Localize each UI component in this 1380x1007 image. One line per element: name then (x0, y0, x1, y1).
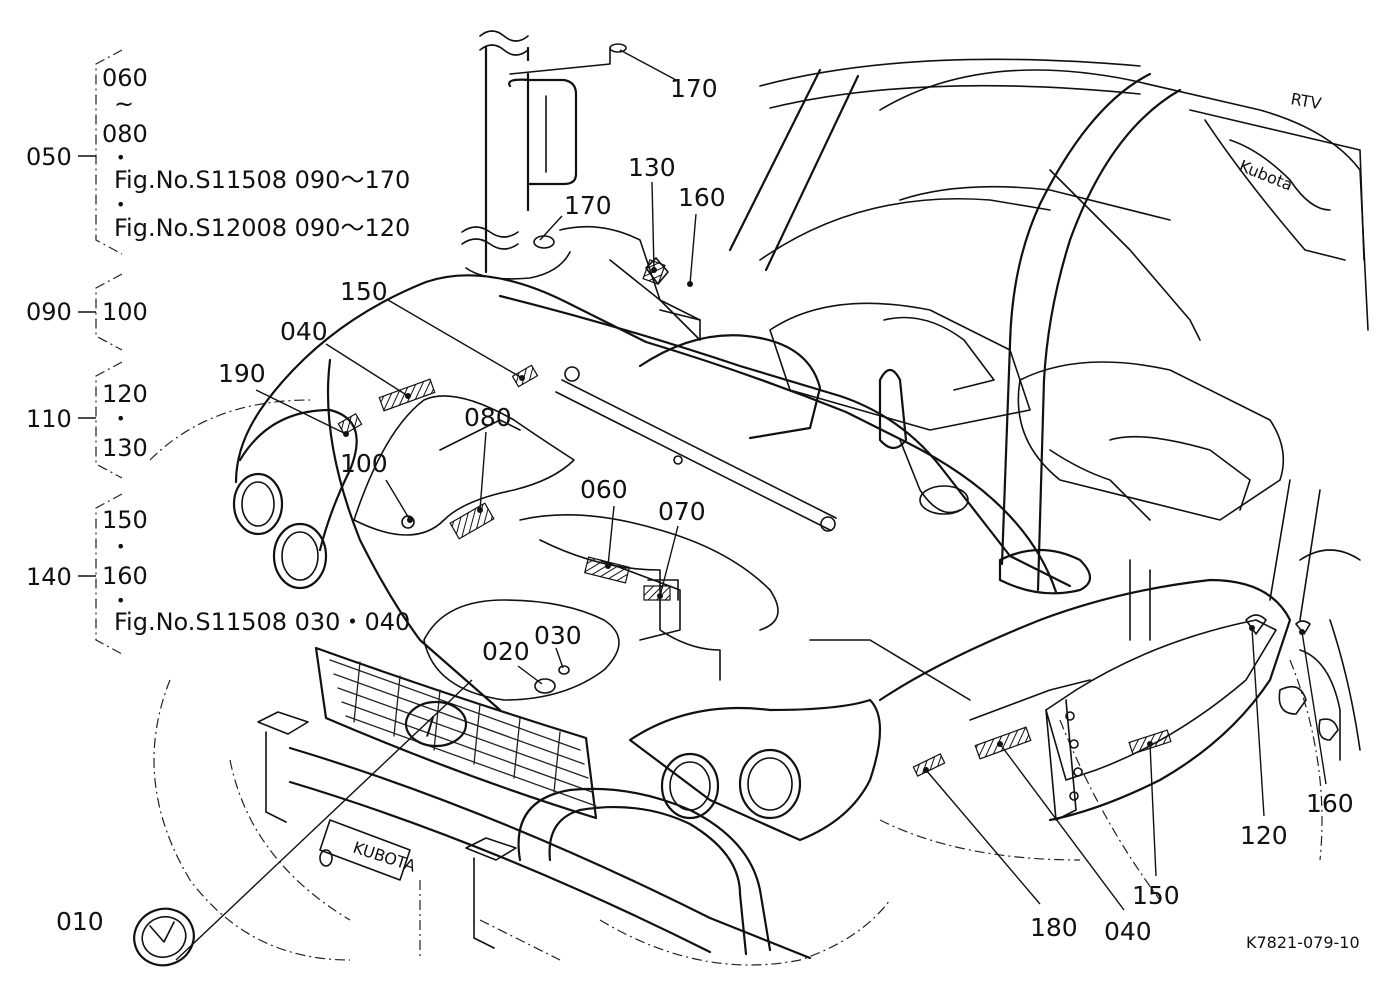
callout-150-side: 150 (1132, 881, 1180, 910)
decal-060 (583, 556, 631, 584)
callout-150-hood: 150 (340, 277, 388, 306)
group-legend: 050 060 ~ 080 • Fig.No.S11508 090～170 • … (26, 49, 410, 655)
group-110-line-2: • (116, 409, 125, 428)
callouts: 170 170 130 160 150 040 190 080 100 060 … (56, 74, 1360, 952)
front-grille: / (314, 646, 598, 820)
plate-text: KUBOTA (351, 838, 418, 876)
hood (234, 274, 1058, 712)
group-050-line-5: Fig.No.S11508 090～170 (114, 166, 410, 194)
group-140-parent: 140 (26, 563, 72, 591)
dash-panel (498, 225, 1072, 588)
decal-080 (449, 502, 495, 540)
group-050-line-2: ~ (114, 90, 134, 118)
rops-right-frame (728, 58, 1201, 592)
group-050-parent: 050 (26, 143, 72, 171)
group-140-line-2: • (116, 537, 125, 556)
callout-130: 130 (628, 153, 676, 182)
callout-170-top: 170 (670, 74, 718, 103)
group-050-line-7: Fig.No.S12008 090～120 (114, 214, 410, 242)
group-110-parent: 110 (26, 405, 72, 433)
vehicle-drawing: Kubota RTV (133, 30, 1369, 967)
headlights-right (628, 698, 882, 842)
group-110-line-1: 120 (102, 380, 148, 408)
decal-190 (337, 412, 363, 436)
steering-and-shifter (878, 316, 995, 515)
decal-070 (643, 585, 671, 601)
rops-left-post (461, 30, 627, 280)
front-bumper: KUBOTA (257, 711, 812, 960)
seats (769, 302, 1285, 521)
group-090-line-1: 100 (102, 298, 148, 326)
washer-020 (534, 678, 556, 694)
callout-120: 120 (1240, 821, 1288, 850)
group-110-line-3: 130 (102, 434, 148, 462)
leader-lines (175, 49, 1327, 961)
callout-010: 010 (56, 907, 104, 936)
group-050-line-6: • (116, 195, 125, 214)
callout-040-side: 040 (1104, 917, 1152, 946)
right-body-panel (809, 548, 1361, 822)
group-140-line-3: 160 (102, 562, 148, 590)
callout-080: 080 (464, 403, 512, 432)
decal-180 (912, 753, 946, 777)
grille-badge-text: / (426, 711, 435, 740)
kubota-emblem-part (133, 907, 195, 967)
callout-030: 030 (534, 621, 582, 650)
cab-text: RTV (1289, 89, 1323, 113)
callout-180: 180 (1030, 913, 1078, 942)
group-140-line-1: 150 (102, 506, 148, 534)
decal-150-hood (511, 364, 539, 388)
wheels (149, 399, 1323, 966)
group-050-line-4: • (116, 148, 125, 167)
group-140-line-4: • (116, 591, 125, 610)
callout-190: 190 (218, 359, 266, 388)
callout-160-dash: 160 (678, 183, 726, 212)
callout-070: 070 (658, 497, 706, 526)
callout-060: 060 (580, 475, 628, 504)
group-090-parent: 090 (26, 298, 72, 326)
group-140-line-5: Fig.No.S11508 030・040 (114, 608, 410, 636)
callout-170-mid: 170 (564, 191, 612, 220)
group-050-line-1: 060 (102, 64, 148, 92)
headlights-left (232, 408, 358, 590)
callout-040-hood: 040 (280, 317, 328, 346)
callout-100: 100 (340, 449, 388, 478)
callout-160-side: 160 (1306, 789, 1354, 818)
cab-rear: Kubota RTV (759, 69, 1369, 331)
decal-040-side (974, 726, 1032, 760)
washer-030 (558, 665, 570, 675)
group-050-line-3: 080 (102, 120, 148, 148)
diagram-code: K7821-079-10 (1246, 933, 1360, 952)
callout-020: 020 (482, 637, 530, 666)
lower-frame (419, 479, 1361, 961)
hood-latch-rod (555, 366, 837, 532)
seat-logo-text: Kubota (1237, 156, 1296, 195)
